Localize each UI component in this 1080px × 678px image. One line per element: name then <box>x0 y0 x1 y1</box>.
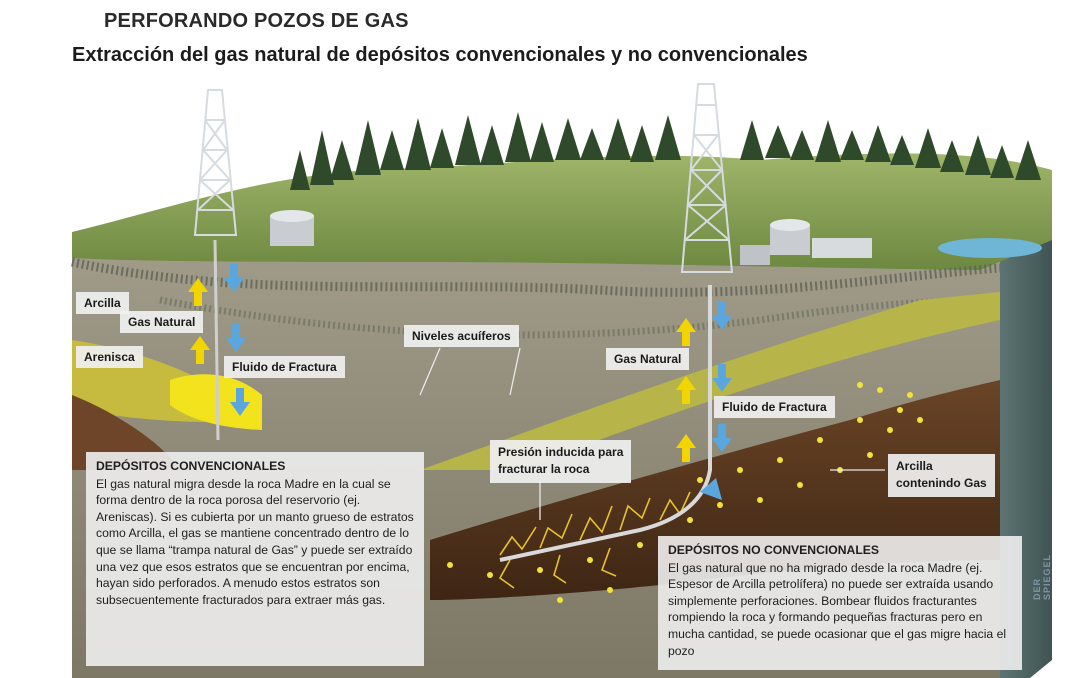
arrow-yellow-up <box>190 336 210 364</box>
arrow-blue-diag <box>700 478 722 500</box>
arrow-blue-down <box>712 364 732 392</box>
arrow-blue-down <box>226 324 246 352</box>
label-gas-natural-right: Gas Natural <box>606 348 690 370</box>
label-presion: Presión inducida para fracturar la roca <box>490 440 632 483</box>
pond <box>938 238 1042 258</box>
unconventional-heading: DEPÓSITOS NO CONVENCIONALES <box>668 543 880 557</box>
label-arenisca: Arenisca <box>76 346 143 368</box>
derrick-left <box>193 89 238 236</box>
derrick-right <box>680 83 734 273</box>
watermark: DER SPIEGEL <box>1032 553 1052 600</box>
storage-tank <box>270 210 314 246</box>
unconventional-body: El gas natural que no ha migrado desde l… <box>668 560 1007 658</box>
label-arcilla-gas: Arcilla contenindo Gas <box>888 454 995 497</box>
arrow-blue-down <box>712 424 732 452</box>
arrow-yellow-up <box>676 376 696 404</box>
vertical-well-left <box>213 239 220 441</box>
arrow-blue-down <box>230 388 250 416</box>
forest <box>290 112 1041 190</box>
label-fluido-left: Fluido de Fractura <box>224 356 345 378</box>
pointer-lines <box>419 347 885 520</box>
gas-bubbles <box>447 382 923 603</box>
gas-facility <box>740 219 872 265</box>
fractures <box>498 491 691 589</box>
clay-layer-left <box>72 395 180 470</box>
grass-surface <box>72 153 1052 270</box>
page-subtitle: Extracción del gas natural de depósitos … <box>72 44 808 66</box>
arrow-blue-down <box>712 302 732 330</box>
conventional-body: El gas natural migra desde la roca Madre… <box>96 476 414 607</box>
page-title: PERFORANDO POZOS DE GAS <box>104 10 409 32</box>
label-gas-natural-left: Gas Natural <box>120 311 204 333</box>
arrow-blue-down <box>224 264 244 292</box>
arrow-yellow-up <box>676 434 696 462</box>
flow-arrows <box>188 264 732 500</box>
arrow-yellow-up <box>188 278 208 306</box>
horizontal-well <box>499 285 712 562</box>
unconventional-deposits-box: DEPÓSITOS NO CONVENCIONALES El gas natur… <box>658 536 1022 670</box>
arrow-yellow-up <box>676 318 696 346</box>
label-niveles-acuiferos: Niveles acuíferos <box>404 325 519 347</box>
label-arcilla: Arcilla <box>76 292 129 314</box>
conventional-heading: DEPÓSITOS CONVENCIONALES <box>96 459 286 473</box>
label-fluido-right: Fluido de Fractura <box>714 396 835 418</box>
conventional-deposits-box: DEPÓSITOS CONVENCIONALES El gas natural … <box>86 452 424 666</box>
